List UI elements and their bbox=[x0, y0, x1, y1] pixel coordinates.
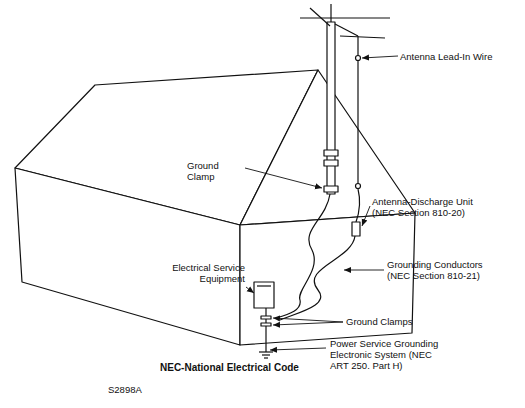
part-label: Electrical Service Equipment bbox=[155, 262, 245, 284]
part-label: Power Service Grounding Electronic Syste… bbox=[330, 338, 448, 371]
part-label: Ground Clamps bbox=[346, 316, 436, 327]
part-label: Grounding Conductors (NEC Section 810-21… bbox=[387, 259, 505, 281]
part-label: Antenna-Discharge Unit (NEC Section 810-… bbox=[372, 196, 490, 218]
part-label: Antenna Lead-In Wire bbox=[400, 51, 520, 62]
caption: NEC-National Electrical Code bbox=[160, 362, 360, 373]
part-label: Ground Clamp bbox=[187, 160, 247, 182]
part-label: S2898A bbox=[108, 384, 188, 395]
